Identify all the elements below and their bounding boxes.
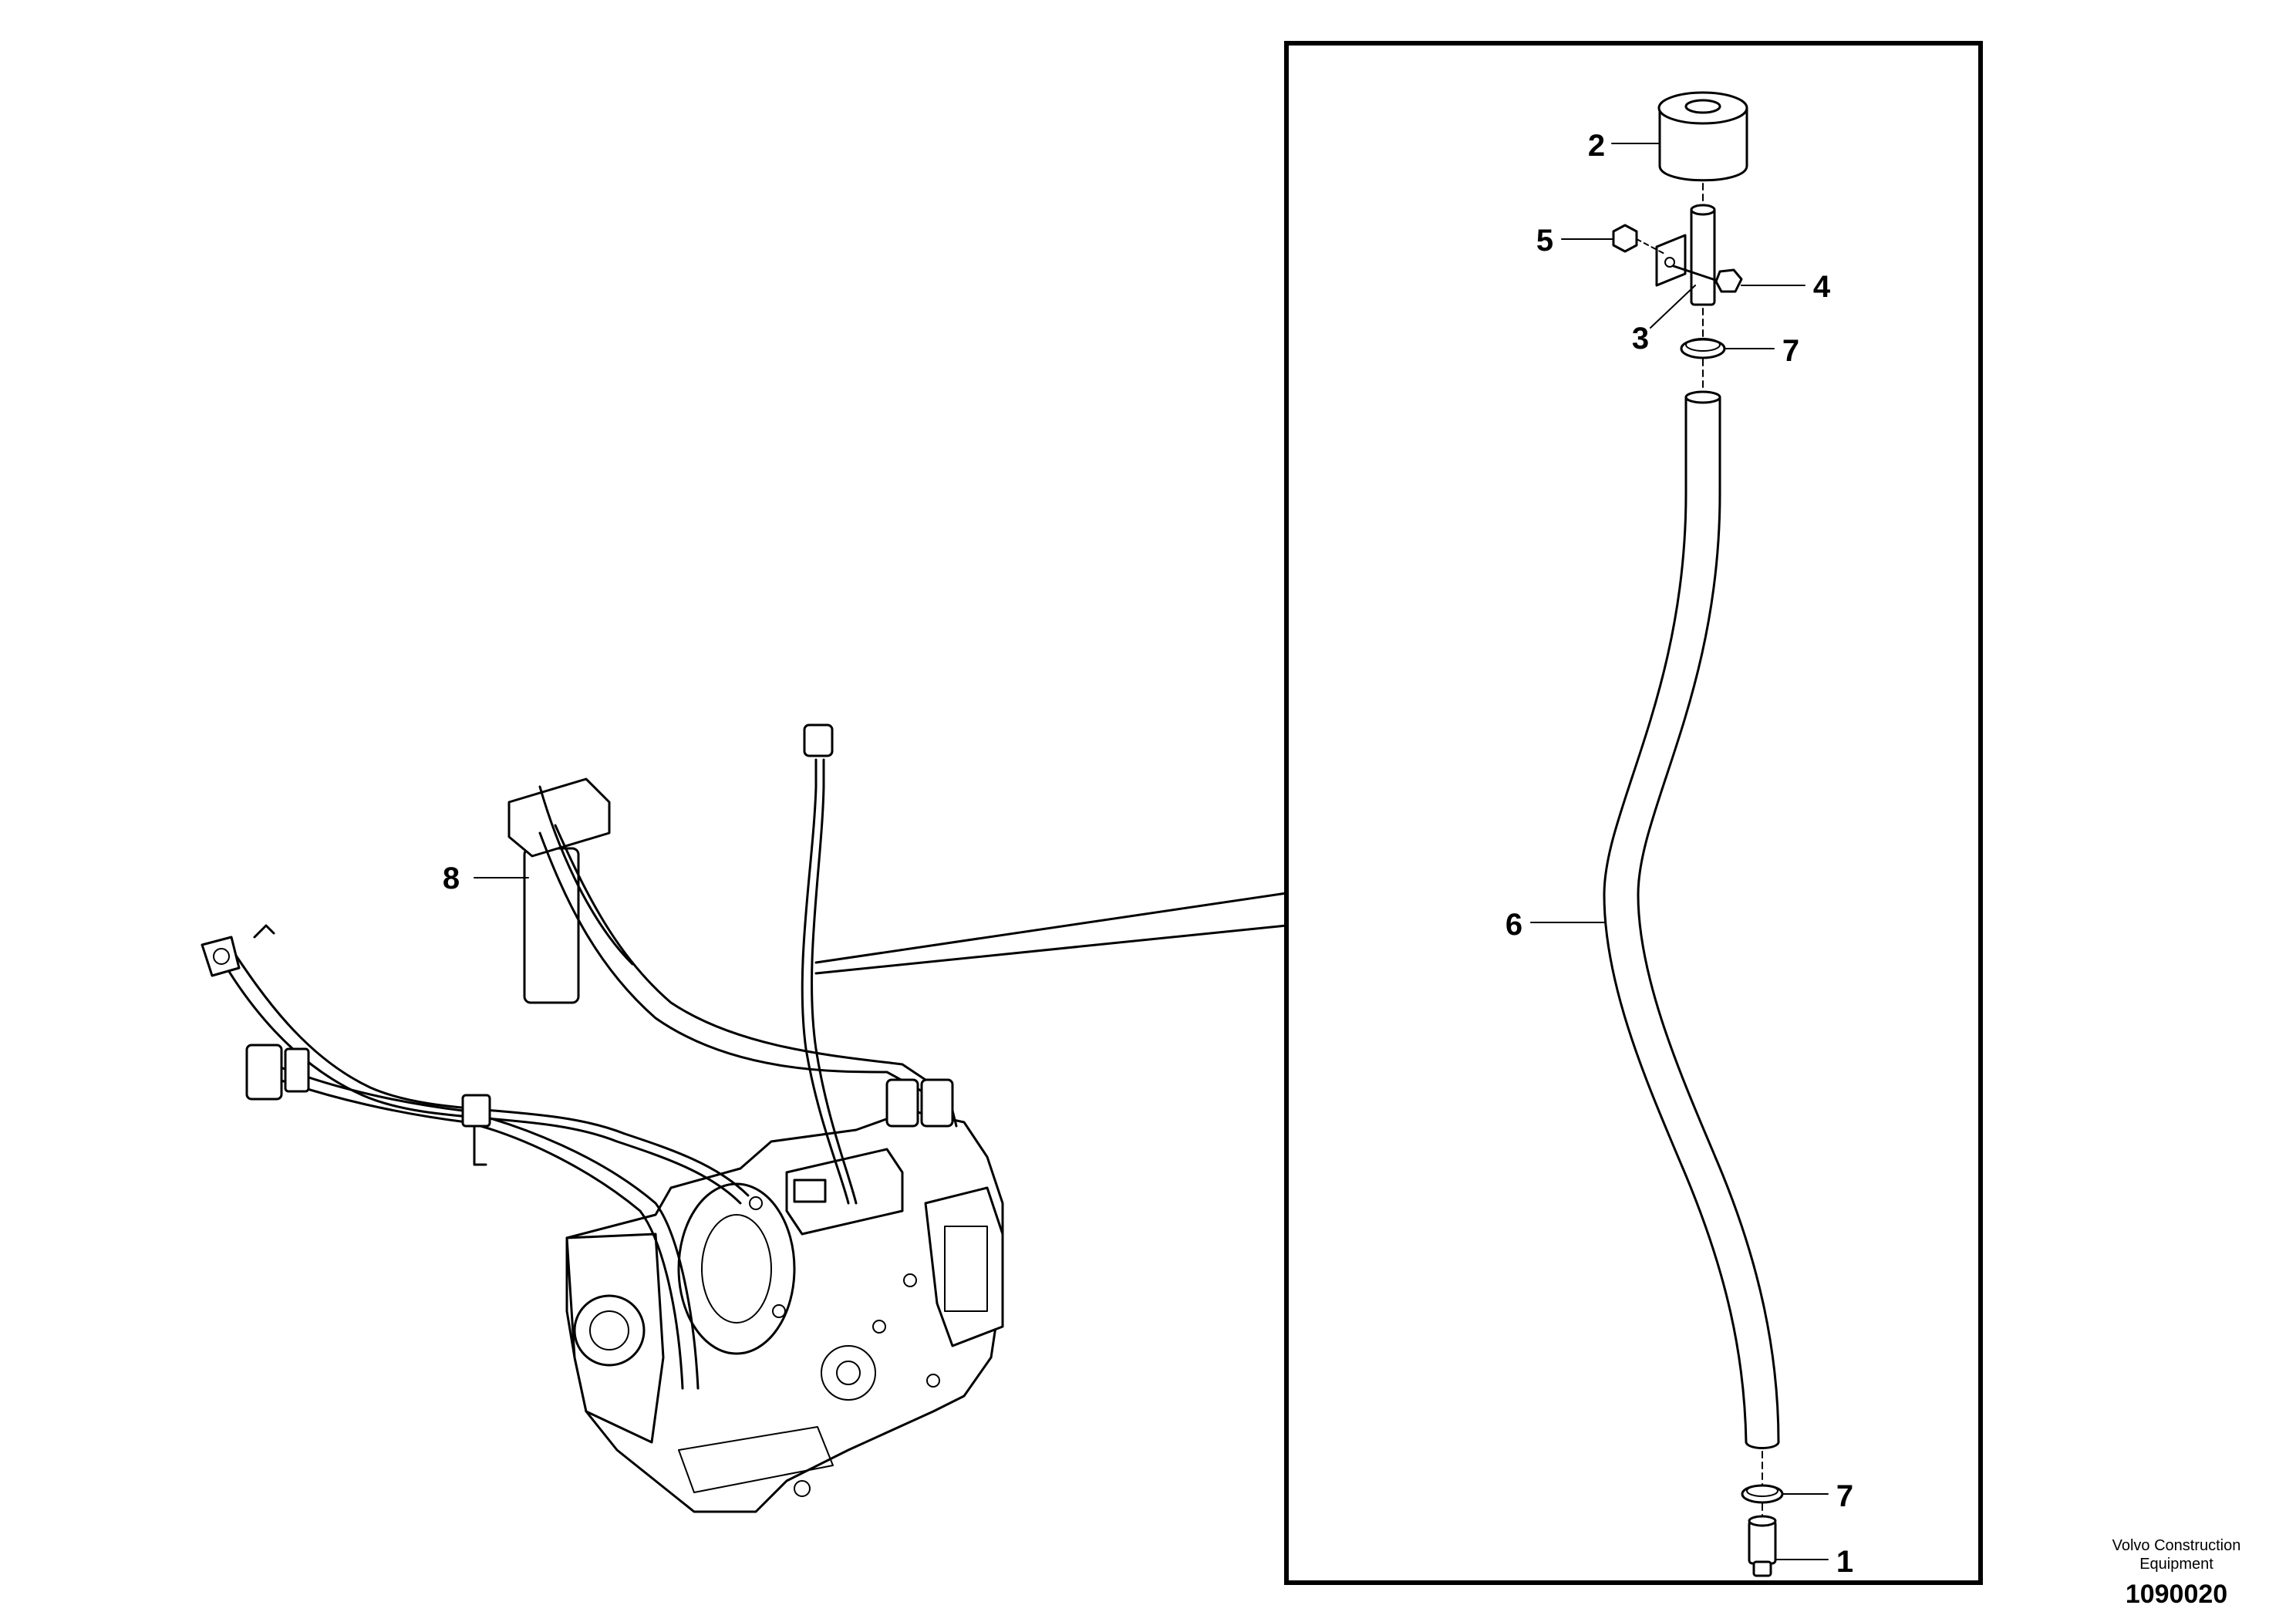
callout-4: 4: [1741, 270, 1831, 304]
part-hose: [1603, 390, 1780, 1485]
document-number: 1090020: [2126, 1580, 2227, 1609]
callout-label-2: 2: [1588, 129, 1605, 163]
maker-line-1: Volvo Construction: [2112, 1537, 2241, 1554]
callout-label-7-upper: 7: [1782, 334, 1799, 368]
output-flange: [573, 1294, 646, 1367]
part-nut: [1612, 224, 1667, 255]
callout-3: 3: [1632, 285, 1696, 356]
callout-label-8: 8: [443, 862, 460, 895]
callout-8: 8: [443, 862, 529, 895]
transmission-assembly: [201, 723, 1004, 1513]
breather-small: [803, 723, 834, 757]
part-pipe-nipple: [1655, 204, 1716, 306]
callout-label-5: 5: [1536, 224, 1553, 258]
wiring-harness: [201, 924, 750, 1390]
callout-label-7-lower: 7: [1836, 1479, 1853, 1513]
part-breather-cap: [1657, 91, 1748, 207]
callout-7-lower: 7: [1782, 1479, 1853, 1513]
callout-6: 6: [1505, 908, 1605, 942]
callout-5: 5: [1536, 224, 1614, 258]
part-connector-nipple: [1748, 1515, 1777, 1577]
callout-label-3: 3: [1632, 322, 1649, 356]
callout-1: 1: [1775, 1545, 1853, 1579]
callout-label-1: 1: [1836, 1545, 1853, 1579]
detail-frame: [1284, 41, 1983, 1585]
detail-pointer: [814, 892, 1288, 975]
part-hose-clamp-upper: [1680, 308, 1726, 393]
callout-label-4: 4: [1813, 270, 1831, 304]
maker-line-2: Equipment: [2139, 1556, 2213, 1573]
callout-7-upper: 7: [1724, 334, 1799, 368]
footer-block: Volvo Construction Equipment 1090020: [2112, 1537, 2241, 1609]
callout-label-6: 6: [1505, 908, 1522, 942]
part-bolt: [1672, 265, 1743, 293]
callout-2: 2: [1588, 129, 1660, 163]
